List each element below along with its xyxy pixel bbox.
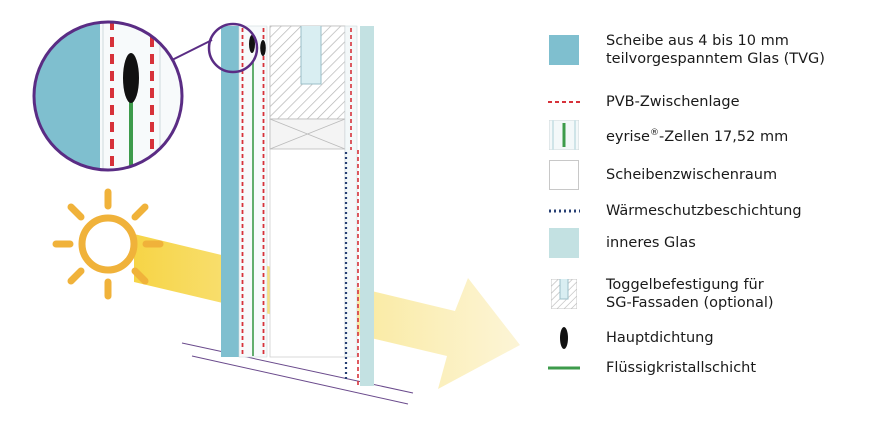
zoom-connector [171, 39, 213, 61]
legend-label: Hauptdichtung [606, 330, 714, 346]
legend-label: Wärmeschutzbeschichtung [606, 203, 802, 219]
legend-item-outer-glass: Scheibe aus 4 bis 10 mm teilvorgespanntem… [548, 32, 825, 68]
zoom-small-circle [207, 22, 259, 74]
legend-item-gap: Scheibenzwischenraum [548, 160, 777, 190]
legend-item-lc: Flüssigkristallschicht [548, 359, 756, 377]
pale-blue-square-icon [549, 228, 579, 258]
sun-icon [52, 188, 164, 300]
light-blue-square-icon [549, 35, 579, 65]
legend-label: -Zellen 17,52 mm [658, 128, 789, 145]
legend-item-pvb: PVB-Zwischenlage [548, 93, 740, 111]
legend-item-inner-glass: inneres Glas [548, 228, 696, 258]
inner-glass-laminate [344, 25, 358, 358]
legend-item-seal: Hauptdichtung [548, 326, 714, 350]
legend-label: Flüssigkristallschicht [606, 360, 757, 376]
legend-label: SG-Fassaden (optional) [606, 295, 774, 311]
blue-dotted-line-icon [549, 209, 580, 213]
legend-label: PVB-Zwischenlage [606, 94, 740, 110]
registered-mark: ® [649, 128, 659, 139]
green-line-icon [548, 366, 580, 370]
ground-lines [181, 342, 414, 405]
legend-item-cells: eyrise®-Zellen 17,52 mm [548, 120, 788, 150]
outer-glass-pane [221, 26, 239, 357]
main-seal-2 [260, 40, 266, 56]
toggle-fastening-icon [551, 279, 577, 309]
legend-item-coating: Wärmeschutzbeschichtung [548, 202, 802, 220]
main-seal [249, 35, 255, 53]
zoom-large-circle [32, 20, 184, 172]
legend-label: inneres Glas [606, 235, 696, 251]
cell-icon [549, 120, 579, 150]
legend-label: Scheibe aus 4 bis 10 mm [606, 33, 789, 49]
white-square-icon [549, 160, 579, 190]
inner-glass-pane [360, 26, 374, 386]
toggle-slot [300, 26, 322, 85]
legend-label: Scheibenzwischenraum [606, 167, 778, 183]
red-dashed-line-icon [548, 101, 580, 103]
legend-label: Toggelbefestigung für [606, 277, 764, 293]
legend-label: eyrise [606, 128, 650, 145]
black-ellipse-icon [560, 327, 568, 349]
legend-label: teilvorgespanntem Glas (TVG) [606, 51, 825, 67]
